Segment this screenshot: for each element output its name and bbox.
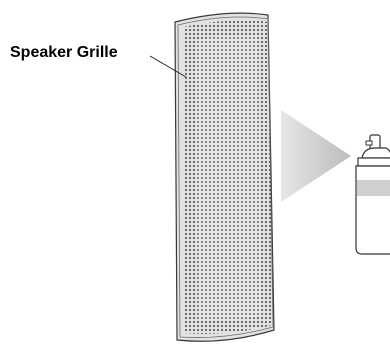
- speaker-grille-icon: [174, 12, 275, 342]
- spray-arrow-icon: [281, 110, 351, 202]
- spray-can-icon: [355, 134, 390, 255]
- speaker-grille-label: Speaker Grille: [10, 44, 118, 61]
- callout-leader-line: [149, 55, 187, 78]
